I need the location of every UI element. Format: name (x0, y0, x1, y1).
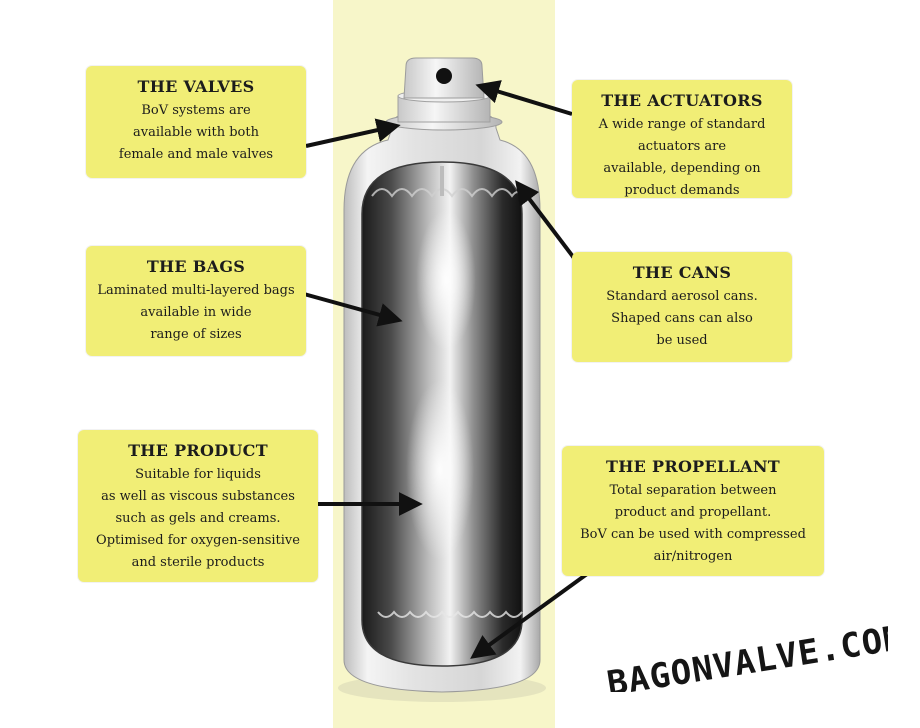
label-line: product and propellant. (562, 502, 824, 524)
label-line: female and male valves (86, 144, 306, 166)
label-title: THE CANS (572, 263, 792, 282)
label-line: product demands (572, 180, 792, 202)
label-line: BoV systems are (86, 100, 306, 122)
bagonvalve-logo: BAGONVALVE.COM (598, 612, 888, 692)
label-the-propellant: THE PROPELLANT Total separation between … (562, 446, 824, 576)
label-line: available in wide (86, 302, 306, 324)
label-line: BoV can be used with compressed (562, 524, 824, 546)
label-line: as well as viscous substances (78, 486, 318, 508)
label-line: Standard aerosol cans. (572, 286, 792, 308)
label-line: be used (572, 330, 792, 352)
label-the-product: THE PRODUCT Suitable for liquids as well… (78, 430, 318, 582)
label-line: air/nitrogen (562, 546, 824, 568)
logo-text: BAGONVALVE.COM (604, 618, 888, 692)
label-line: A wide range of standard (572, 114, 792, 136)
label-line: and sterile products (78, 552, 318, 574)
label-line: available with both (86, 122, 306, 144)
label-the-cans: THE CANS Standard aerosol cans. Shaped c… (572, 252, 792, 362)
bag-highlight (416, 210, 476, 350)
label-the-actuators: THE ACTUATORS A wide range of standard a… (572, 80, 792, 198)
label-line: such as gels and creams. (78, 508, 318, 530)
label-line: range of sizes (86, 324, 306, 346)
label-line: Shaped cans can also (572, 308, 792, 330)
label-line: actuators are (572, 136, 792, 158)
label-title: THE ACTUATORS (572, 91, 792, 110)
label-line: Total separation between (562, 480, 824, 502)
label-title: THE BAGS (86, 257, 306, 276)
label-line: available, depending on (572, 158, 792, 180)
label-title: THE VALVES (86, 77, 306, 96)
arrow-actuators (480, 86, 572, 114)
label-line: Suitable for liquids (78, 464, 318, 486)
label-the-valves: THE VALVES BoV systems are available wit… (86, 66, 306, 178)
label-title: THE PRODUCT (78, 441, 318, 460)
product-highlight (406, 380, 474, 560)
label-line: Laminated multi-layered bags (86, 280, 306, 302)
label-line: Optimised for oxygen-sensitive (78, 530, 318, 552)
label-title: THE PROPELLANT (562, 457, 824, 476)
label-the-bags: THE BAGS Laminated multi-layered bags av… (86, 246, 306, 356)
